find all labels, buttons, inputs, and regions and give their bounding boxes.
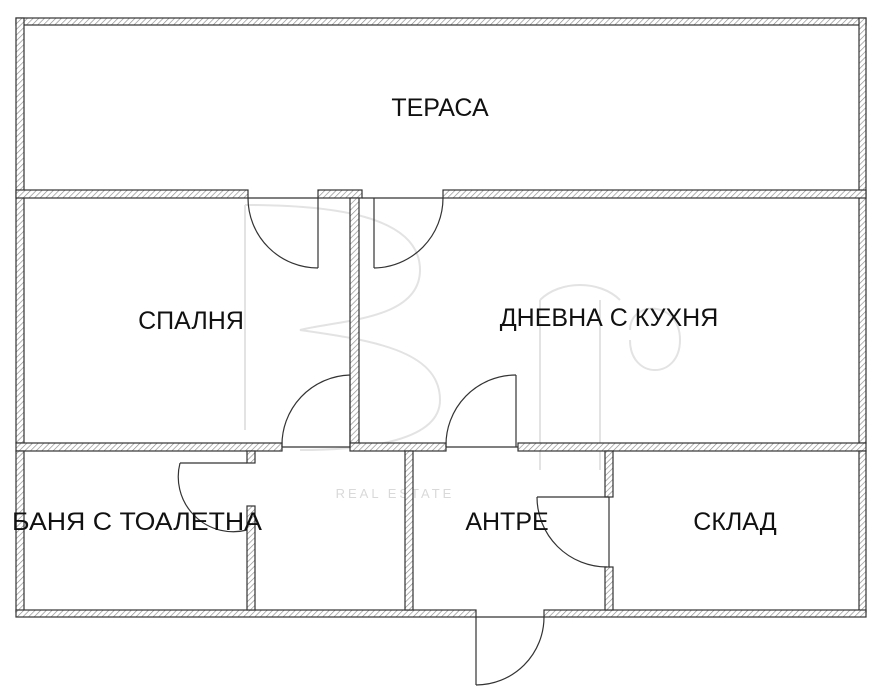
wall-mid-c xyxy=(517,442,867,452)
wall-terrace-b xyxy=(317,189,363,199)
door-living-terrace xyxy=(362,197,444,269)
door-living-lower xyxy=(445,374,518,448)
doors xyxy=(177,197,610,686)
room-label-terrace: ТЕРАСА xyxy=(391,94,489,122)
wall-terrace-a xyxy=(15,189,249,199)
wall-hall-storage-upper xyxy=(604,450,614,498)
wall-right-lower xyxy=(858,450,867,613)
wall-top xyxy=(15,17,867,26)
wall-left-upper xyxy=(15,17,25,444)
door-entrance xyxy=(475,616,545,686)
wall-bedroom-living xyxy=(349,197,360,444)
room-label-storage: СКЛАД xyxy=(693,508,777,536)
room-label-living: ДНЕВНА С КУХНЯ xyxy=(500,304,719,332)
wall-bath-closet-upper xyxy=(246,450,256,464)
door-bedroom-lower xyxy=(281,374,351,448)
wall-closet-hall xyxy=(404,450,414,611)
watermark xyxy=(244,204,682,470)
door-hall-storage xyxy=(536,496,610,568)
wall-terrace-c xyxy=(442,189,867,199)
wall-hall-storage-lower xyxy=(604,566,614,611)
wall-mid-b xyxy=(349,442,447,452)
room-label-bedroom: СПАЛНЯ xyxy=(138,307,244,335)
wall-mid-a xyxy=(15,442,283,452)
room-label-hall: АНТРЕ xyxy=(465,508,548,536)
wall-right-upper xyxy=(858,17,867,444)
watermark-text: REAL ESTATE xyxy=(336,486,455,501)
door-bedroom-terrace xyxy=(247,197,319,269)
wall-bath-closet-lower xyxy=(246,505,256,611)
door-bathroom xyxy=(177,462,248,533)
wall-bottom-a xyxy=(15,609,477,618)
wall-bottom-b xyxy=(543,609,867,618)
room-label-bathroom: БАНЯ С ТОАЛЕТНА xyxy=(12,508,262,536)
